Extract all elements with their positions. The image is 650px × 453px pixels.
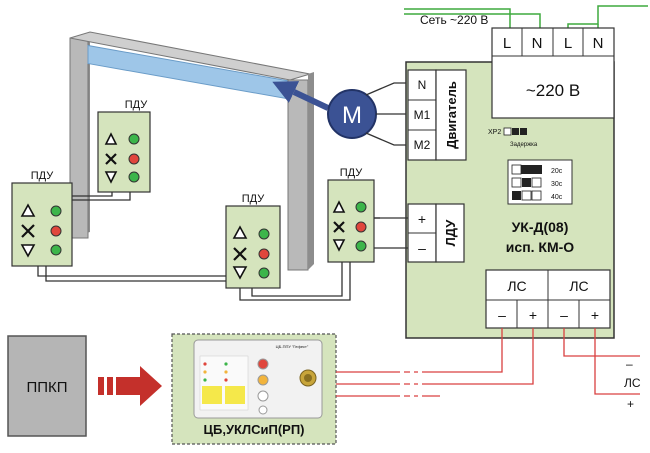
terminal-L2: L	[564, 35, 572, 52]
drive-arrow	[272, 81, 330, 111]
ppkp-label: ППКП	[26, 379, 67, 396]
pdu-unit-4: ПДУ	[327, 167, 375, 263]
motor-terminal-M1: M1	[414, 108, 431, 122]
delay-label: Задержка	[510, 142, 538, 148]
motor-terminal-M2: M2	[414, 138, 431, 152]
motor: M	[327, 89, 377, 139]
delay-option-20: 20с	[551, 168, 563, 175]
ldu-plus: +	[418, 211, 426, 227]
ls-wiring	[336, 328, 640, 397]
terminal-N1: N	[532, 35, 543, 52]
right-ls-minus: –	[626, 357, 633, 371]
voltage-label: ~220 В	[526, 81, 580, 100]
pdu-unit-2: ПДУ	[11, 170, 73, 267]
motor-wiring	[365, 82, 408, 146]
ppkp-box: ППКП	[7, 335, 87, 437]
ls-label-right: ЛС	[569, 278, 588, 294]
xp2-label: XP2	[488, 129, 501, 136]
ls-minus-right: –	[560, 307, 568, 323]
pdu-label: ПДУ	[125, 99, 148, 111]
controller-model: УК-Д(08)	[512, 219, 569, 235]
controller-variant: исп. КМ-О	[506, 239, 574, 255]
ldu-label: ЛДУ	[443, 219, 458, 247]
cb-box: ЦБ-ППУ "Гефест" ЦБ,УКЛСиП(РП)	[171, 333, 337, 445]
cb-header: ЦБ-ППУ "Гефест"	[276, 344, 309, 349]
mains-wiring	[404, 5, 648, 28]
pdu-label: ПДУ	[242, 193, 265, 205]
motor-terminal-N: N	[418, 78, 427, 92]
ls-label-left: ЛС	[507, 278, 526, 294]
right-ls-label: ЛС	[624, 376, 641, 390]
pdu-unit-1: ПДУ	[97, 99, 151, 193]
delay-option-40: 40с	[551, 194, 563, 201]
ls-plus-right: +	[591, 307, 599, 323]
motor-letter: M	[342, 102, 362, 129]
pdu-label: ПДУ	[31, 170, 54, 182]
right-ls-plus: +	[627, 397, 634, 411]
terminal-L1: L	[503, 35, 511, 52]
gate-frame	[69, 31, 314, 271]
delay-option-30: 30с	[551, 181, 563, 188]
terminal-N2: N	[593, 35, 604, 52]
cb-label: ЦБ,УКЛСиП(РП)	[204, 422, 305, 437]
ldu-minus: –	[418, 240, 426, 256]
pdu-unit-3: ПДУ	[225, 193, 281, 289]
controller-box: L N L N ~220 В N M1 M2 Двигатель XP2 Зад…	[405, 27, 615, 339]
network-label: Сеть ~220 В	[420, 13, 488, 27]
pdu-label: ПДУ	[340, 167, 363, 179]
motor-block-label: Двигатель	[444, 81, 459, 149]
ls-plus-left: +	[529, 307, 537, 323]
ls-minus-left: –	[498, 307, 506, 323]
signal-arrow	[98, 366, 162, 406]
